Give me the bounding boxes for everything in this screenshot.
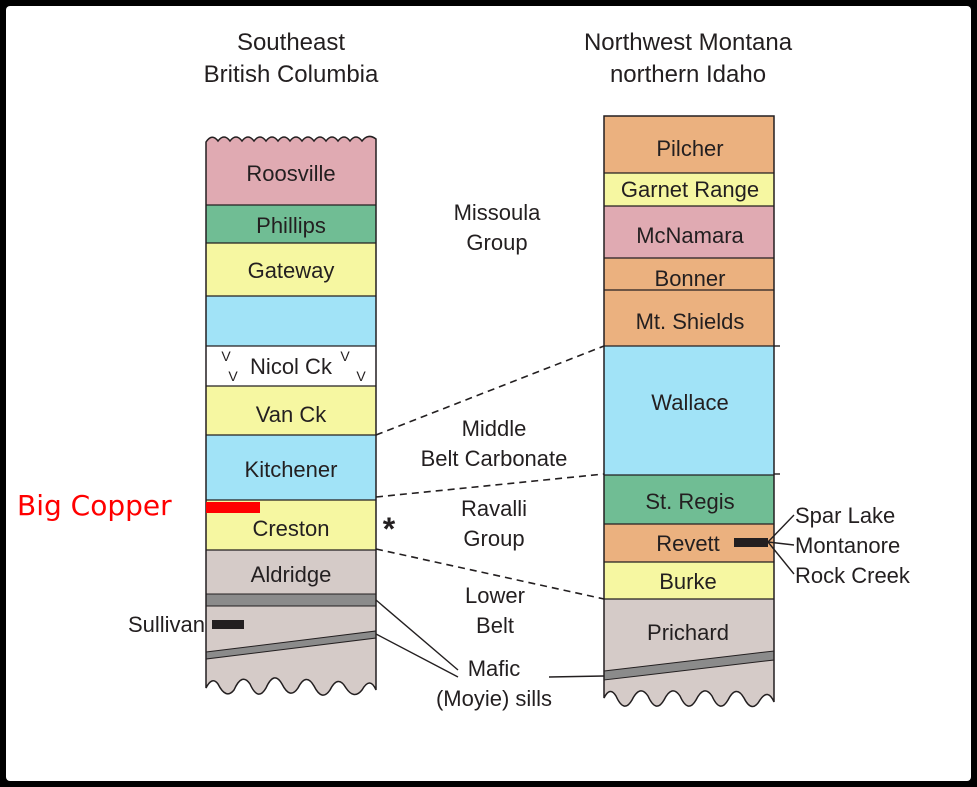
left-title-1: Southeast	[237, 29, 345, 56]
unit-mt-shields	[604, 290, 774, 346]
label-nicol-ck: Nicol Ck	[250, 354, 333, 379]
group-lower-belt-2: Belt	[476, 613, 514, 638]
label-spar-lake: Spar Lake	[795, 503, 895, 528]
unit-gateway	[206, 243, 376, 296]
svg-text:V: V	[356, 368, 366, 384]
label-pilcher: Pilcher	[656, 136, 723, 161]
right-title-2: northern Idaho	[610, 61, 766, 88]
group-missoula-1: Missoula	[454, 200, 542, 225]
group-mafic-2: (Moyie) sills	[436, 686, 552, 711]
label-prichard: Prichard	[647, 620, 729, 645]
svg-text:V: V	[228, 368, 238, 384]
label-creston: Creston	[252, 516, 329, 541]
group-middle-belt-1: Middle	[462, 416, 527, 441]
left-column-outline	[205, 135, 377, 696]
unit-wallace	[604, 346, 774, 475]
right-column-outline	[603, 115, 775, 708]
label-van-ck: Van Ck	[256, 402, 328, 427]
unit-mcnamara	[604, 206, 774, 258]
svg-text:V: V	[340, 348, 350, 364]
big-copper-marker	[206, 502, 260, 513]
label-bonner: Bonner	[655, 266, 726, 291]
left-column	[205, 135, 377, 696]
revett-leaders	[767, 514, 795, 575]
right-column	[603, 115, 775, 708]
group-ravalli-2: Group	[463, 526, 524, 551]
label-kitchener: Kitchener	[245, 457, 338, 482]
label-aldridge: Aldridge	[251, 562, 332, 587]
label-big-copper: Big Copper	[17, 489, 172, 522]
unit-nicol-ck	[206, 346, 376, 386]
correlation-lines	[375, 345, 605, 600]
unit-bonner	[604, 258, 774, 290]
label-revett: Revett	[656, 531, 720, 556]
label-st-regis: St. Regis	[645, 489, 734, 514]
svg-text:V: V	[221, 348, 231, 364]
left-title-2: British Columbia	[204, 61, 379, 88]
group-middle-belt-2: Belt Carbonate	[421, 446, 568, 471]
label-garnet-range: Garnet Range	[621, 177, 759, 202]
unit-unnamed-blue	[206, 296, 376, 346]
label-phillips: Phillips	[256, 213, 326, 238]
creston-asterisk: *	[383, 511, 396, 547]
unit-kitchener	[206, 435, 376, 500]
unit-prichard	[604, 599, 774, 707]
unit-garnet-range	[604, 173, 774, 206]
sill-left-upper	[205, 593, 377, 607]
right-title-1: Northwest Montana	[584, 29, 793, 56]
label-mt-shields: Mt. Shields	[636, 309, 745, 334]
figure-panel	[6, 6, 971, 781]
unit-roosville	[206, 136, 376, 205]
correlation-line-3	[375, 548, 605, 600]
unit-burke	[604, 562, 774, 599]
unit-aldridge	[206, 550, 376, 696]
label-mcnamara: McNamara	[636, 223, 744, 248]
group-ravalli-1: Ravalli	[461, 496, 527, 521]
label-montanore: Montanore	[795, 533, 900, 558]
label-rock-creek: Rock Creek	[795, 563, 911, 588]
correlation-line-1	[375, 345, 605, 436]
sullivan-marker	[212, 620, 244, 629]
unit-st-regis	[604, 475, 774, 524]
volcanic-symbols: V V V V	[221, 348, 366, 384]
label-roosville: Roosville	[246, 161, 335, 186]
label-gateway: Gateway	[248, 258, 335, 283]
group-missoula-2: Group	[466, 230, 527, 255]
sill-leaders	[375, 599, 605, 678]
unit-van-ck	[206, 386, 376, 435]
unit-pilcher	[604, 116, 774, 173]
unit-phillips	[206, 205, 376, 243]
group-mafic-1: Mafic	[468, 656, 521, 681]
label-sullivan: Sullivan	[128, 612, 205, 637]
group-lower-belt-1: Lower	[465, 583, 525, 608]
label-burke: Burke	[659, 569, 716, 594]
label-wallace: Wallace	[651, 390, 728, 415]
correlation-line-2	[375, 473, 605, 498]
revett-deposit-marker	[734, 538, 768, 547]
